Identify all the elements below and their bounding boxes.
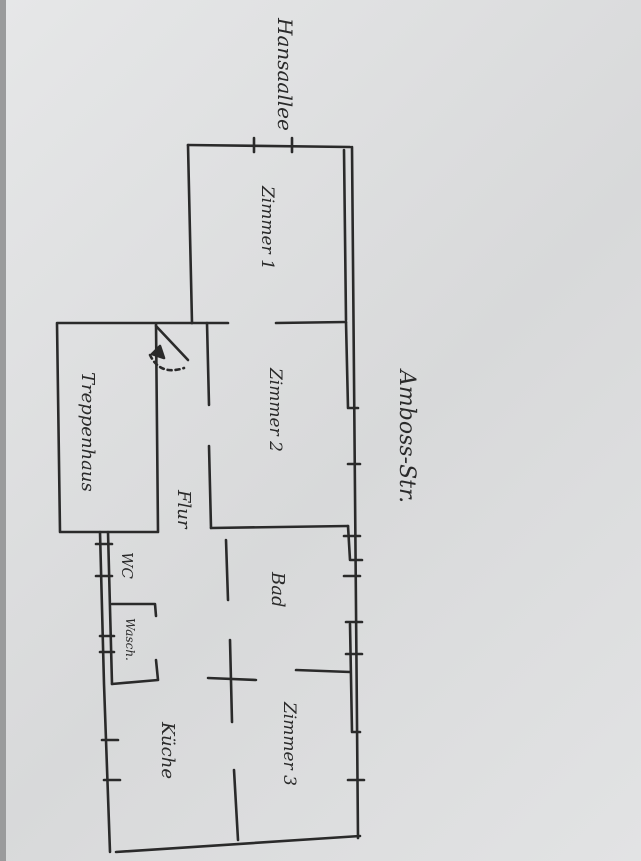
room-label-kueche: Küche (157, 721, 178, 779)
room-label-zimmer-2: Zimmer 2 (265, 367, 285, 452)
stairwell-arrow (150, 344, 166, 360)
wall-room1-room2-b (274, 320, 348, 325)
room-label-zimmer-3: Zimmer 3 (279, 701, 299, 786)
photo-edge (0, 0, 6, 861)
room-label-zimmer-1: Zimmer 1 (257, 185, 277, 270)
ticks (94, 136, 366, 782)
wall-bath-left (224, 538, 230, 602)
room-label-treppenhaus: Treppenhaus (77, 372, 98, 492)
wall-wc-bottom (110, 602, 158, 618)
wall-right-inner (342, 148, 348, 322)
street-label-hansaallee: Hansaallee (273, 17, 297, 131)
wall-bath-left-b (228, 638, 234, 724)
wall-cross (206, 676, 258, 682)
wall-bay-1 (344, 320, 360, 410)
stairwell-door-arc (148, 353, 186, 372)
wall-left-room1 (186, 143, 194, 325)
street-label-amboss: Amboss-Str. (394, 368, 419, 503)
wall-right-bay-4 (348, 622, 362, 734)
wall-room2-bottom (209, 524, 350, 530)
wall-wc-left (98, 530, 112, 854)
room-label-wasch: Wasch. (123, 618, 137, 661)
wall-wc-left-b (106, 530, 114, 686)
wall-wasch-right (110, 658, 160, 686)
stairwell-door (154, 324, 190, 362)
wall-bath-room3 (294, 668, 352, 674)
wall-bottom (114, 834, 362, 854)
wall-hall-left-b (207, 444, 213, 530)
wall-top (186, 143, 352, 149)
wall-bay-3 (346, 524, 364, 562)
room-label-bad: Bad (267, 571, 288, 607)
wall-kitchen (232, 768, 240, 842)
wall-hall-left-a (205, 321, 211, 407)
room-label-wc: WC (118, 552, 136, 579)
room-label-flur: Flur (173, 489, 194, 530)
wall-right-outer (350, 145, 360, 840)
